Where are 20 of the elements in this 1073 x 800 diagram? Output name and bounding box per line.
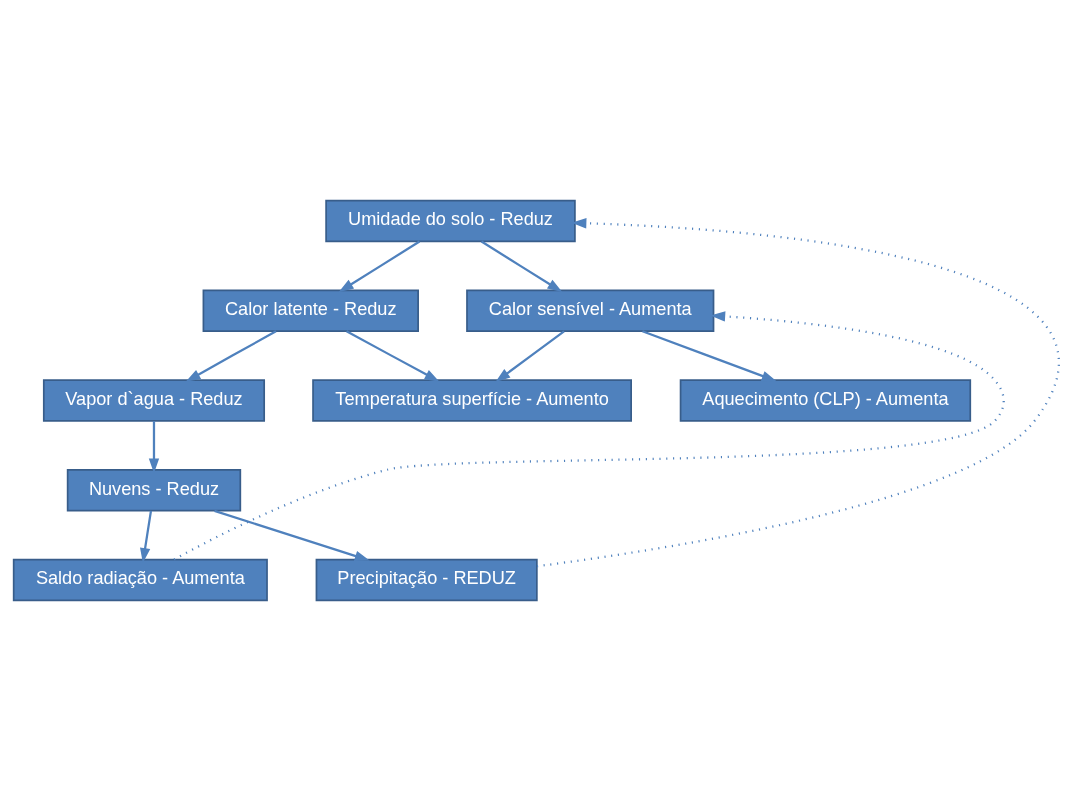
- node-box: Aquecimento (CLP) - Aumenta: [679, 378, 972, 422]
- arrow: [480, 240, 563, 292]
- node-box: Calor latente - Reduz: [202, 288, 419, 332]
- arrow: [148, 420, 160, 473]
- node-box: Temperatura superfície - Aumento: [312, 378, 632, 422]
- arrow: [642, 329, 777, 381]
- arrow: [536, 217, 1059, 567]
- arrow: [338, 240, 421, 292]
- arrow: [495, 329, 565, 382]
- arrow: [214, 509, 370, 561]
- node-box: Precipitação - REDUZ: [315, 558, 538, 601]
- node-box: Umidade do solo - Reduz: [325, 199, 576, 242]
- node-box: Nuvens - Reduz: [66, 468, 242, 512]
- arrow: [346, 329, 440, 382]
- node-box: Vapor d`agua - Reduz: [42, 378, 266, 422]
- arrow: [140, 510, 153, 563]
- node-box: Saldo radiação - Aumenta: [12, 558, 268, 601]
- node-box: Calor sensível - Aumenta: [466, 288, 715, 332]
- arrow: [185, 329, 277, 382]
- arrow: [173, 310, 1005, 560]
